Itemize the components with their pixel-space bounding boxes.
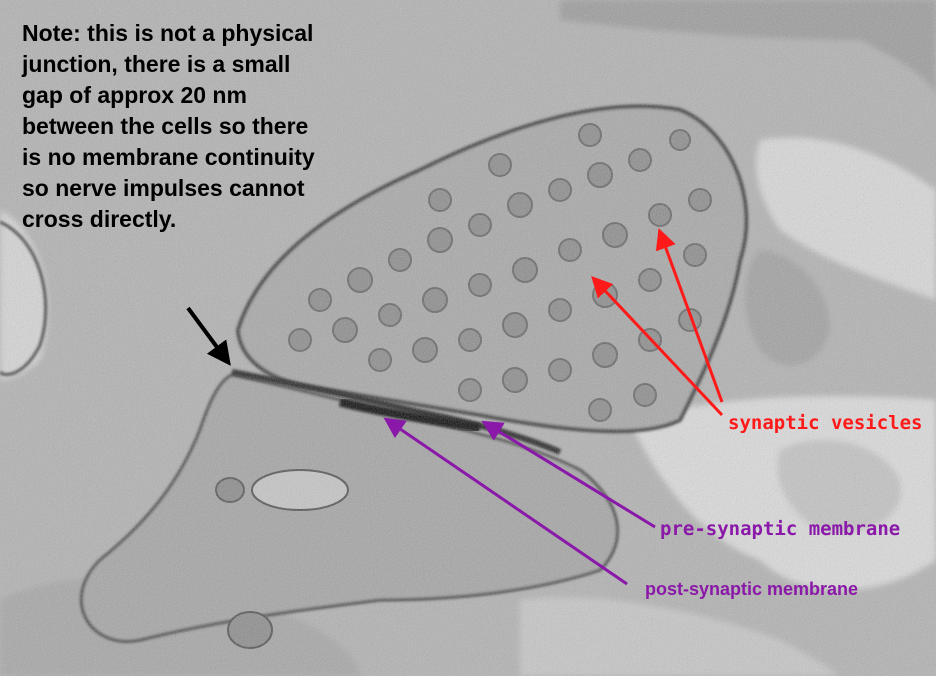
post-synaptic-membrane-label: post-synaptic membrane: [645, 579, 859, 599]
note-line: Note: this is not a physical: [22, 20, 314, 46]
pre-synaptic-membrane-label: pre-synaptic membrane: [660, 518, 901, 540]
note-line: gap of approx 20 nm: [22, 82, 247, 108]
vesicle-arrows: [591, 228, 724, 417]
vesicle-arrow-2: [655, 228, 724, 403]
cleft-pointer-arrow: [186, 306, 231, 366]
vesicle-arrow-1: [591, 275, 724, 417]
note-line: between the cells so there: [22, 113, 309, 139]
note-line: so nerve impulses cannot: [22, 175, 305, 201]
note-line: junction, there is a small: [22, 51, 291, 77]
note-text: Note: this is not a physical junction, t…: [22, 18, 402, 235]
membrane-arrows: [383, 417, 656, 586]
note-line: is no membrane continuity: [22, 144, 315, 170]
pre-synaptic-arrow: [481, 420, 656, 529]
synaptic-vesicles-label: synaptic vesicles: [728, 412, 923, 434]
note-line: cross directly.: [22, 206, 177, 232]
post-synaptic-arrow: [383, 417, 628, 586]
